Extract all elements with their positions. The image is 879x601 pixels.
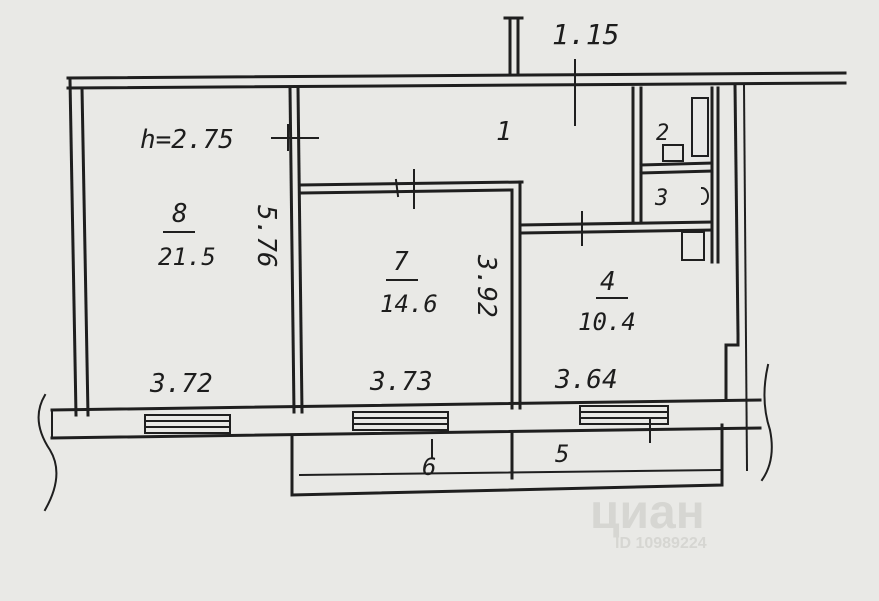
room-1-number: 1 [496,117,512,147]
dim-room7-width: 3.73 [369,367,433,397]
windows [144,405,669,434]
balconies [290,419,724,497]
room-4-area: 10.4 [578,308,636,336]
room-3-number: 3 [654,186,668,211]
top-dimension-label: 1.15 [552,18,619,51]
room-6-number: 6 [422,453,436,481]
window-wall [37,363,773,512]
dim-room8-width: 3.72 [149,369,213,399]
left-wall [68,78,90,417]
room-7-area: 14.6 [380,290,438,318]
dim-room8-depth: 5.76 [251,205,281,268]
watermark-id: ID 10989224 [615,535,707,552]
dim-room4-width: 3.64 [554,365,618,395]
wall-room7-top [298,169,524,209]
top-stub [503,16,524,77]
bathroom-walls [631,86,720,264]
top-wall [66,71,847,90]
room-8-number: 8 [172,199,188,229]
dim-room7-depth: 3.92 [471,254,501,318]
room-7-number: 7 [393,247,409,277]
labels: h=2.75 1.15 1 2 3 4 10.4 5 6 7 14.6 8 21… [140,18,669,481]
watermark: циан ID 10989224 [590,486,707,552]
room-8-area: 21.5 [158,243,216,271]
wall-room8-right [288,86,304,414]
watermark-logo: циан [590,486,705,539]
room-2-number: 2 [656,121,669,146]
right-wall [724,83,749,472]
wall-room4-top [518,211,714,246]
door-ticks [271,59,576,151]
room-5-number: 5 [555,440,569,468]
wall-room7-right [510,180,522,410]
ceiling-height-label: h=2.75 [140,125,234,155]
room-4-number: 4 [600,267,616,297]
